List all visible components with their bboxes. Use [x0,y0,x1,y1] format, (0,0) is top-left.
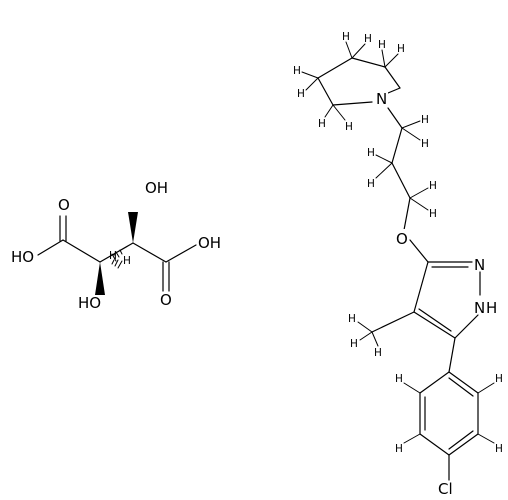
hydrogen-label: H [123,255,131,267]
chlorophenyl-ring [419,371,479,481]
hydrogen-label: H [367,147,375,159]
hydrogen-label: H [367,178,375,190]
bond [448,433,479,456]
hydrogen-label: H [350,338,358,350]
hydrogen-label: H [429,208,437,220]
atom-label: O [58,196,70,214]
bond [387,107,403,129]
hydrogen-label: H [421,114,429,126]
hydrogen-label: H [378,39,386,51]
bond [454,314,479,339]
bond [413,261,429,313]
hydrogen-label: H [297,88,305,100]
hydrogen-label: H [374,347,382,359]
wedge-bond [95,262,105,295]
bond [317,57,353,79]
hydrogen-label: H [318,118,326,130]
explicit-hydrogens [301,41,495,444]
atom-label: OH [198,234,221,252]
hydrogen-label: H [348,313,356,325]
bond [413,311,456,339]
bond [448,337,456,373]
bond [418,308,452,332]
bond [62,239,101,263]
bond [391,162,411,199]
bond [448,371,479,394]
atom-label-h: H [486,299,497,317]
bond [391,127,403,164]
bond [132,242,167,263]
hashed-bond [111,259,123,269]
hydrogen-label: H [342,31,350,43]
atom-label: HO [78,294,101,312]
hydrogen-label: H [397,43,405,55]
pyrazole-ring [413,261,481,339]
hydrogen-label: H [395,443,403,455]
hydrogen-label: H [364,33,372,45]
atom-label-n: N [376,90,387,108]
atom-label: OH [145,179,168,197]
atom-label-n: N [474,256,485,274]
bond [387,87,401,94]
hydrogen-label: H [495,443,503,455]
bond [165,244,197,263]
atom-label-o: O [396,230,408,248]
bond [371,311,415,333]
atom-label-cl: Cl [438,480,453,498]
hydrogen-label: H [345,121,353,133]
atom-label-nh: N [474,299,485,317]
wedge-bond [128,212,138,243]
bond [419,371,450,394]
bond [37,239,64,256]
tartaric-acid: O OH HO H H OH O HO [11,179,221,312]
bond [332,101,373,106]
bond [351,57,386,68]
atom-label: O [160,291,172,309]
bond [419,433,450,456]
pyrazole-ligand: H H H H H H H H H H H H H H H H H H H H … [293,31,503,498]
piperidine-ring [317,57,401,106]
bond [409,239,429,263]
hydrogen-label: H [495,373,503,385]
hydrogen-label: H [109,250,117,262]
bond [403,197,411,231]
hydrogen-labels: H H H H H H H H H H H H H H H H H H H H … [293,31,503,455]
bond [384,66,401,89]
hashed-bond [111,249,123,262]
hydrogen-label: H [395,373,403,385]
bond [317,77,334,106]
hydrogen-label: H [293,65,301,77]
hydrogen-label: H [421,138,429,150]
bond [448,377,474,397]
hydrogen-label: H [429,180,437,192]
atom-label: HO [11,248,34,266]
bond [448,430,474,450]
